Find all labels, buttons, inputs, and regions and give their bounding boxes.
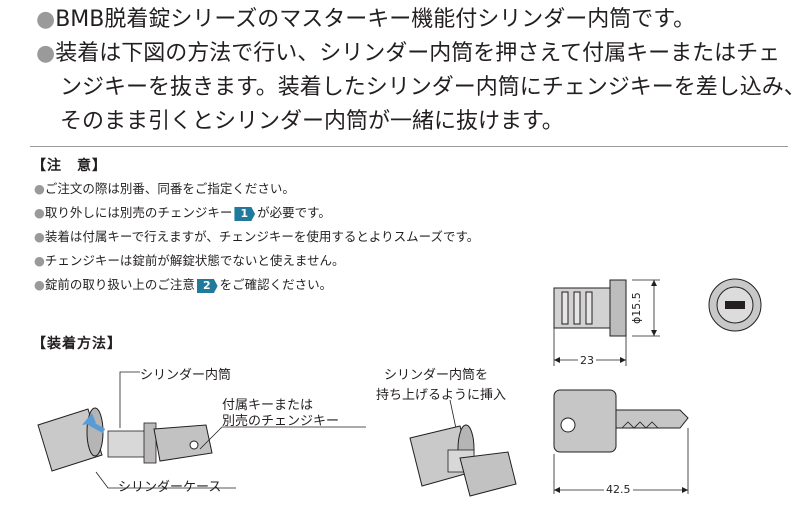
cylinder-front-drawing	[708, 278, 762, 332]
label-key-line1: 付属キーまたは	[222, 398, 314, 413]
cylinder-length-dimension: 23	[578, 354, 596, 367]
intro-line-3: ンジキーを抜きます。装着したシリンダー内筒にチェンジキーを差し込み、	[60, 75, 800, 100]
note-item: ●チェンジキーは錠前が解錠状態でないと使えません。	[34, 253, 345, 268]
cylinder-side-drawing	[553, 279, 660, 366]
label-cylinder-case: シリンダーケース	[118, 480, 222, 495]
leader-line	[119, 371, 140, 428]
key-length-dimension: 42.5	[604, 483, 633, 496]
label-inner-cylinder: シリンダー内筒	[140, 368, 232, 383]
install-illustration	[37, 407, 213, 472]
label-key-line2: 別売のチェンジキー	[222, 414, 340, 429]
leader-line	[95, 471, 236, 489]
label-lift-line1: シリンダー内筒を	[384, 368, 489, 383]
note-item: ●ご注文の際は別番、同番をご指定ください。	[34, 181, 295, 196]
insert-illustration	[409, 424, 517, 497]
intro-line-2: ●装着は下図の方法で行い、シリンダー内筒を押さえて付属キーまたはチェ	[36, 41, 781, 66]
notes-heading: 【注 意】	[32, 158, 107, 174]
note-item: ●装着は付属キーで行えますが、チェンジキーを使用するとよりスムーズです。	[34, 229, 480, 244]
method-heading: 【装着方法】	[32, 336, 122, 352]
leader-line	[199, 426, 366, 450]
intro-line-1: ●BMB脱着錠シリーズのマスターキー機能付シリンダー内筒です。	[36, 7, 696, 32]
section-divider	[30, 146, 788, 147]
bullet-dot: ●	[36, 7, 56, 32]
label-lift-line2: 持ち上げるように挿入	[376, 388, 507, 403]
key-drawing	[553, 389, 689, 494]
bullet-dot: ●	[36, 41, 56, 66]
diameter-dimension: ϕ15.5	[630, 292, 643, 324]
reference-badge: 1	[234, 207, 256, 221]
reference-badge: 2	[196, 279, 218, 293]
intro-line-4: そのまま引くとシリンダー内筒が一緒に抜けます。	[60, 109, 564, 134]
